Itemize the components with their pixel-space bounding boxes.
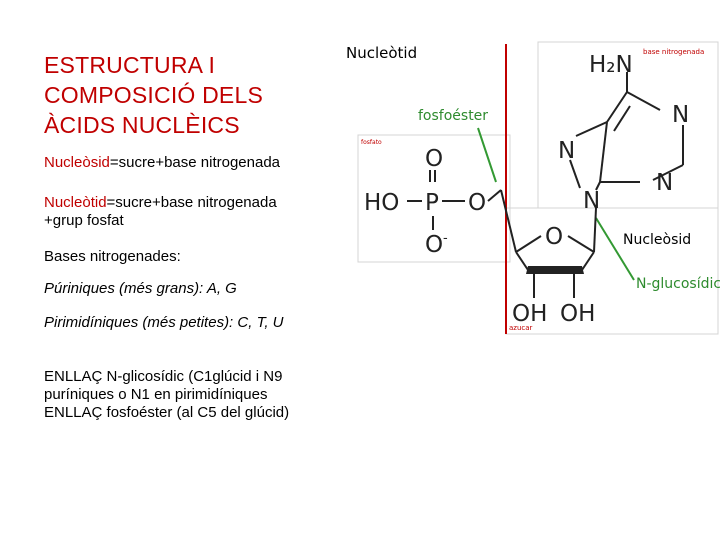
slide-title: ESTRUCTURA I COMPOSICIÓ DELS ÀCIDS NUCLÈ… (44, 50, 344, 140)
ribose-ring (515, 207, 597, 271)
nucleoside-term: Nucleòsid (44, 154, 110, 171)
amine-group: H₂N (589, 52, 633, 78)
nucleoside-label: Nucleòsid (623, 232, 691, 248)
phosphate-group: HO P O O - O (364, 146, 486, 258)
nucleotide-def-line-2: +grup fosfat (44, 212, 124, 229)
adenine-atoms: H₂N N N N N (558, 52, 689, 214)
sugar-label: azucar (509, 324, 533, 332)
phosphoester-label: fosfoéster (418, 108, 488, 124)
atom-O-top: O (425, 146, 443, 172)
glycosidic-callout (595, 217, 635, 281)
hydroxyl-bonds (533, 274, 575, 298)
ribose-bold-edge (526, 266, 584, 274)
bonds-line-1: ENLLAÇ N-glicosídic (C1glúcid i N9 (44, 368, 283, 385)
atom-N7: N (558, 138, 575, 164)
nucleotide-def-line-1: =sucre+base nitrogenada (106, 194, 277, 211)
atom-N3: N (656, 170, 673, 196)
nucleotide-label: Nucleòtid (346, 44, 417, 62)
adenine-bonds (569, 72, 684, 191)
phosphate-bonds (407, 170, 517, 253)
bonds-line-2: puríniques o N1 en pirimidíniques (44, 386, 268, 403)
nucleotide-structure-svg: Nucleòtid base nitrogenada fosfato azuca… (346, 41, 720, 335)
nucleotide-definition: Nucleòtid=sucre+base nitrogenada +grup f… (44, 194, 354, 230)
purines-text: Púriniques (més grans): A, G (44, 280, 237, 297)
ring-oxygen: O (545, 224, 563, 250)
nucleotide-diagram: Nucleòtid base nitrogenada fosfato azuca… (338, 30, 720, 340)
charge-minus: - (443, 231, 448, 246)
hydroxyl-left: OH (512, 301, 547, 327)
atom-N9: N (583, 188, 600, 214)
title-line-2: COMPOSICIÓ DELS (44, 82, 263, 108)
atom-O-ester: O (468, 190, 486, 216)
base-label: base nitrogenada (643, 48, 704, 56)
title-line-1: ESTRUCTURA I (44, 52, 216, 78)
atom-N1: N (672, 102, 689, 128)
phosphate-label: fosfato (361, 139, 382, 146)
phosphoester-callout (477, 127, 497, 183)
nucleoside-definition: Nucleòsid=sucre+base nitrogenada (44, 154, 354, 172)
atom-HO: HO (364, 190, 399, 216)
bonds-text: ENLLAÇ N-glicosídic (C1glúcid i N9 purín… (44, 368, 354, 422)
hydroxyl-right: OH (560, 301, 595, 327)
phosphate-panel (357, 134, 511, 263)
bonds-line-3: ENLLAÇ fosfoéster (al C5 del glúcid) (44, 404, 290, 421)
nucleotide-term: Nucleòtid (44, 194, 107, 211)
ribose-atoms: O OH OH (512, 224, 595, 327)
title-line-3: ÀCIDS NUCLÈICS (44, 112, 240, 138)
pyrimidines-text: Pirimidíniques (més petites): C, T, U (44, 314, 284, 331)
atom-P: P (425, 190, 439, 216)
atom-O-bottom: O (425, 232, 443, 258)
nucleoside-def: =sucre+base nitrogenada (109, 154, 281, 171)
bases-heading: Bases nitrogenades: (44, 248, 181, 265)
glycosidic-label: N-glucosídic (636, 276, 720, 292)
